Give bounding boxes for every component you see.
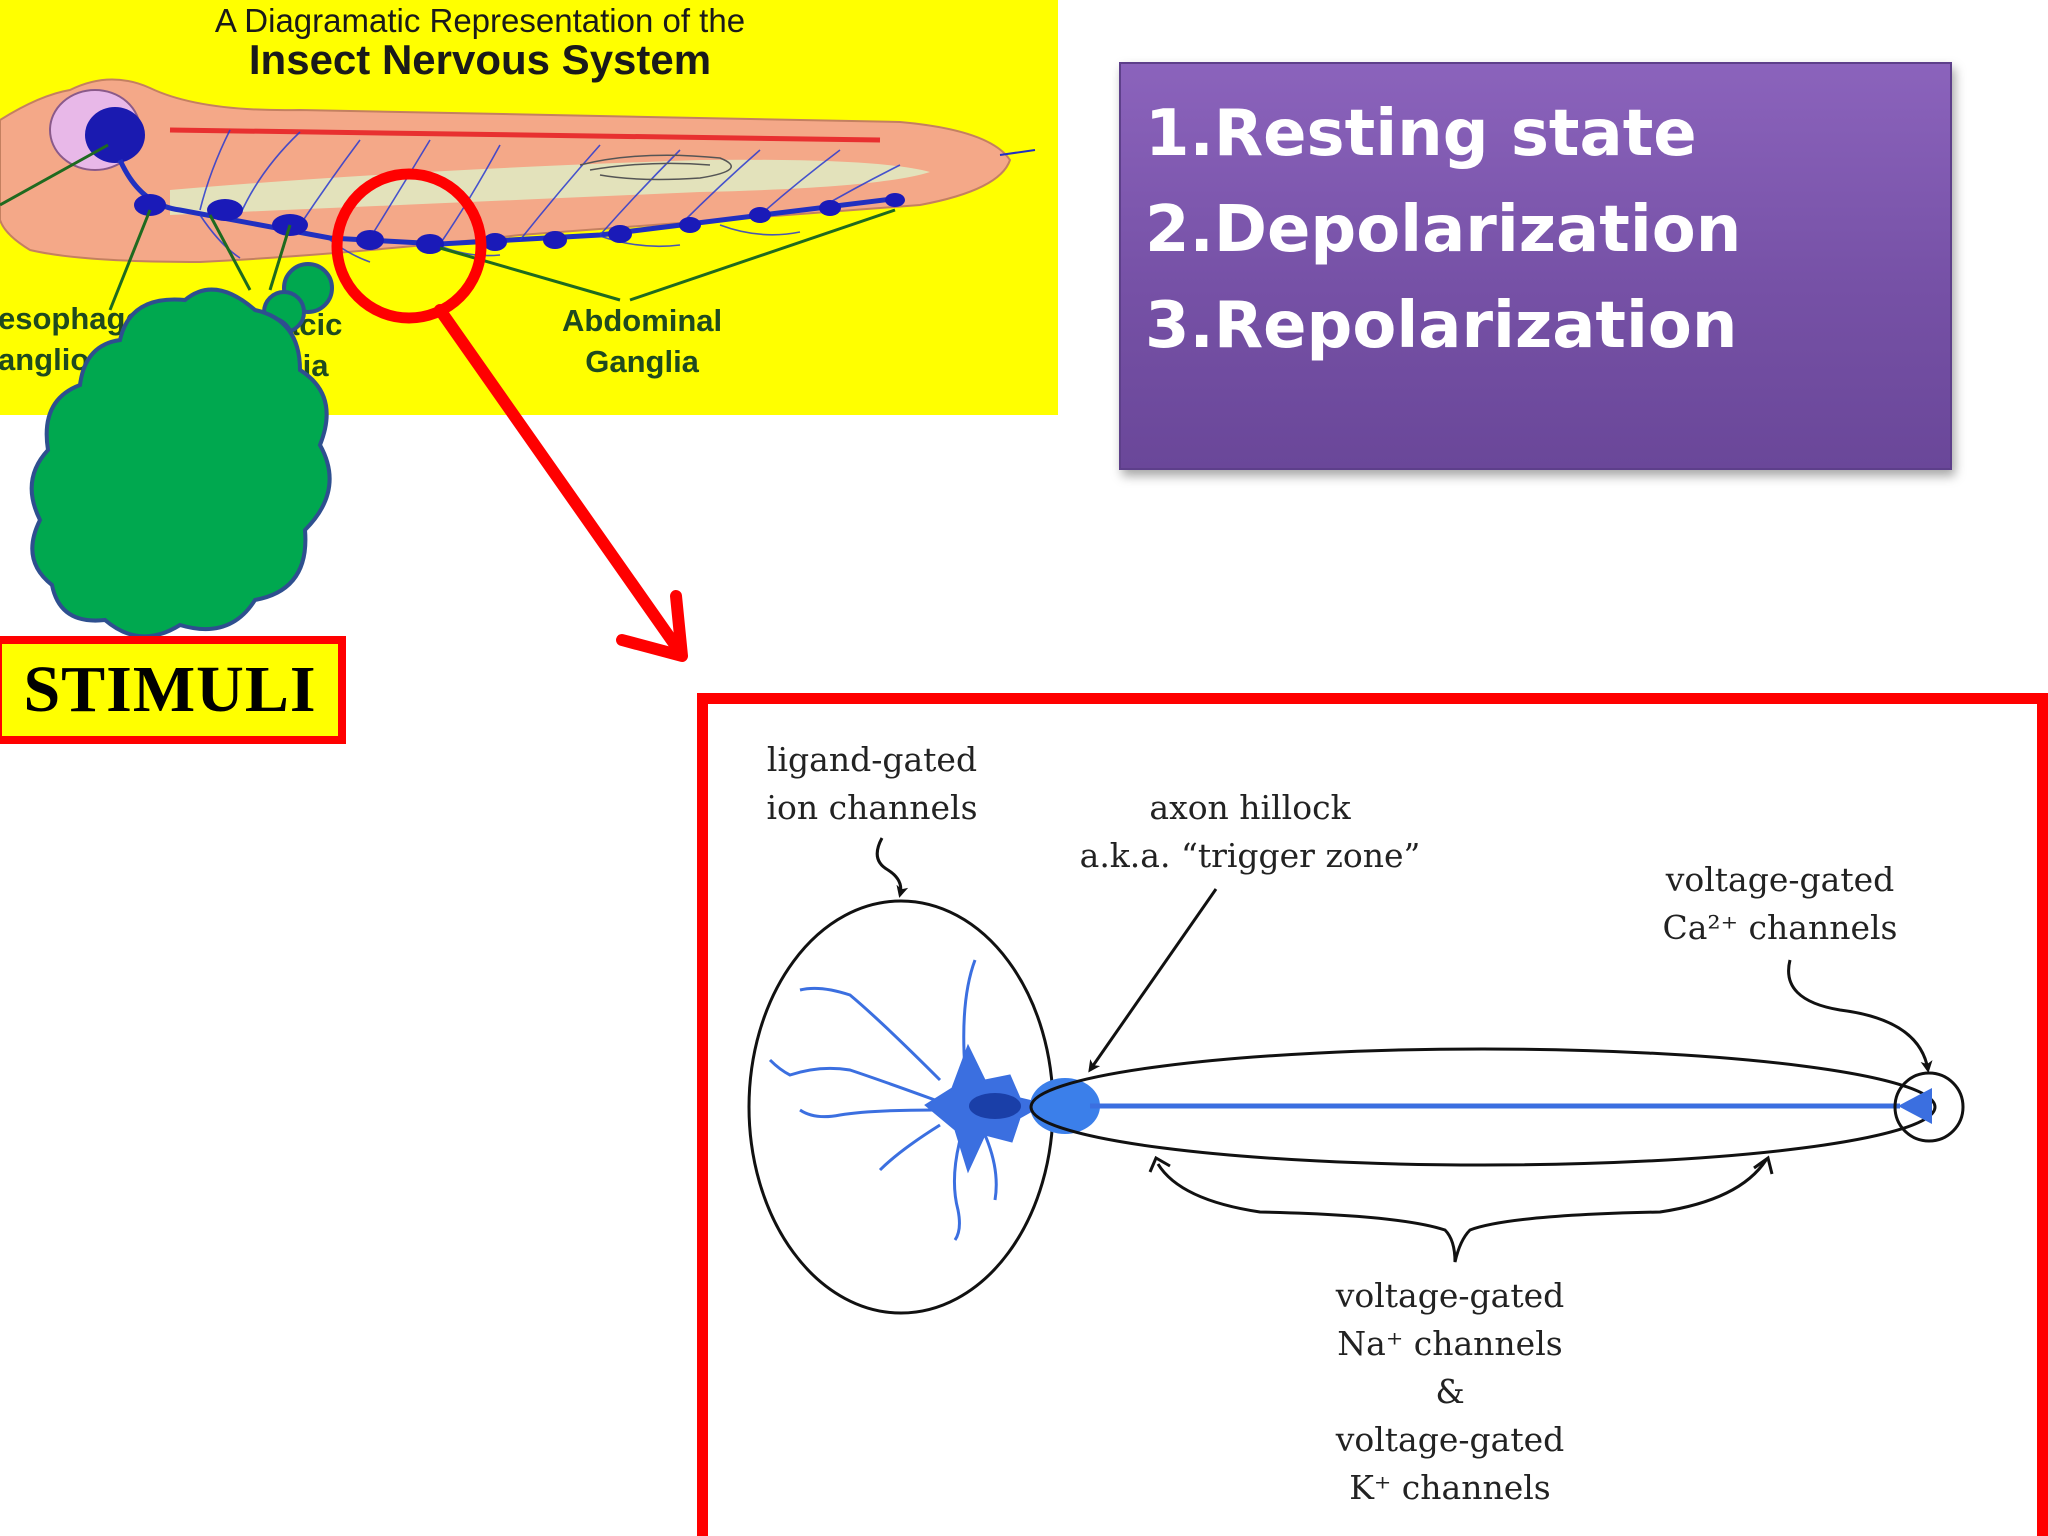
- insect-diagram-panel: A Diagramatic Representation of the Inse…: [0, 0, 1058, 415]
- insect-title-line1: A Diagramatic Representation of the: [214, 2, 746, 39]
- stimuli-label: STIMULI: [23, 653, 317, 726]
- stimuli-box: STIMULI: [0, 636, 346, 744]
- na-k-channels-label: voltage-gated Na⁺ channels & voltage-gat…: [1335, 1276, 1565, 1507]
- subesophageal-label: esophageal anglion: [0, 301, 169, 377]
- ca-channels-label: voltage-gated Ca²⁺ channels: [1662, 860, 1898, 947]
- thoracic-label: acic lia: [282, 307, 343, 383]
- ligand-gated-label: ligand-gated ion channels: [766, 740, 978, 827]
- stage-repolarization: 3.Repolarization: [1145, 289, 1738, 363]
- stage-resting: 1.Resting state: [1145, 97, 1697, 171]
- stage-depolarization: 2.Depolarization: [1145, 193, 1742, 267]
- insect-title-line2: Insect Nervous System: [248, 36, 712, 83]
- axon-hillock-label: axon hillock a.k.a. “trigger zone”: [1079, 788, 1421, 875]
- abdominal-ganglia-label: Abdominal Ganglia: [562, 303, 723, 379]
- stages-box: 1.Resting state 2.Depolarization 3.Repol…: [1119, 62, 1952, 470]
